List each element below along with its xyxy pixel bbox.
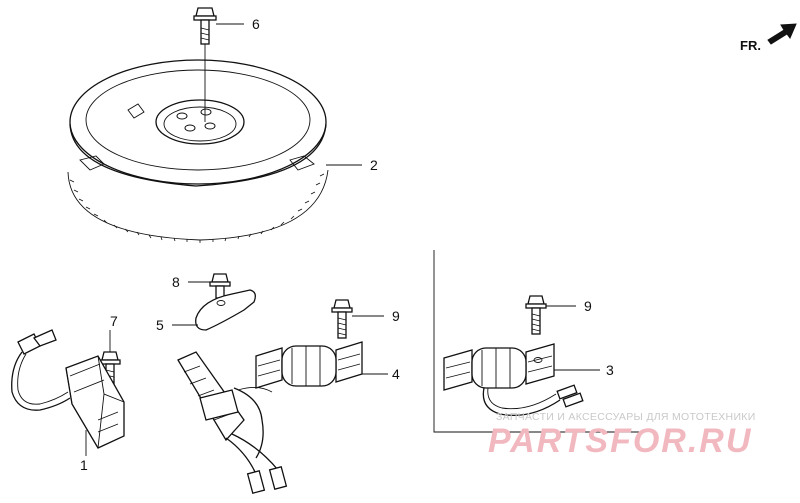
bracket: 5 [156,289,256,333]
callout-9b: 9 [584,298,592,314]
optional-parts-frame [433,250,640,433]
bolt-8: 8 [172,273,231,299]
lighting-coil-4: 4 [233,341,400,459]
callout-1: 1 [80,457,88,473]
callout-4: 4 [392,366,400,382]
callout-6: 6 [252,16,260,32]
ring-gear-teeth [69,173,325,243]
watermark-logo: PARTSFOR.RU [488,422,752,460]
flywheel-bolt: 6 [193,7,260,122]
bolt-9-center: 9 [331,299,400,339]
callout-9a: 9 [392,308,400,324]
callout-7: 7 [110,313,118,329]
lighting-coil-3: 3 [443,343,614,417]
front-label: FR. [740,38,761,53]
callout-2: 2 [370,157,378,173]
watermark-tagline: ЗАПЧАСТИ И АКСЕССУАРЫ ДЛЯ МОТОТЕХНИКИ [496,411,756,423]
callout-8: 8 [172,274,180,290]
callout-3: 3 [606,362,614,378]
ignition-coil: 1 [11,329,125,473]
pulser-coil [177,351,288,495]
front-arrow-icon [767,23,797,45]
callout-5: 5 [156,317,164,333]
front-direction-indicator: FR. [740,23,797,53]
flywheel: 2 [67,59,378,243]
bolt-9-inset: 9 [525,295,592,335]
watermark: ЗАПЧАСТИ И АКСЕССУАРЫ ДЛЯ МОТОТЕХНИКИ PA… [488,411,756,460]
